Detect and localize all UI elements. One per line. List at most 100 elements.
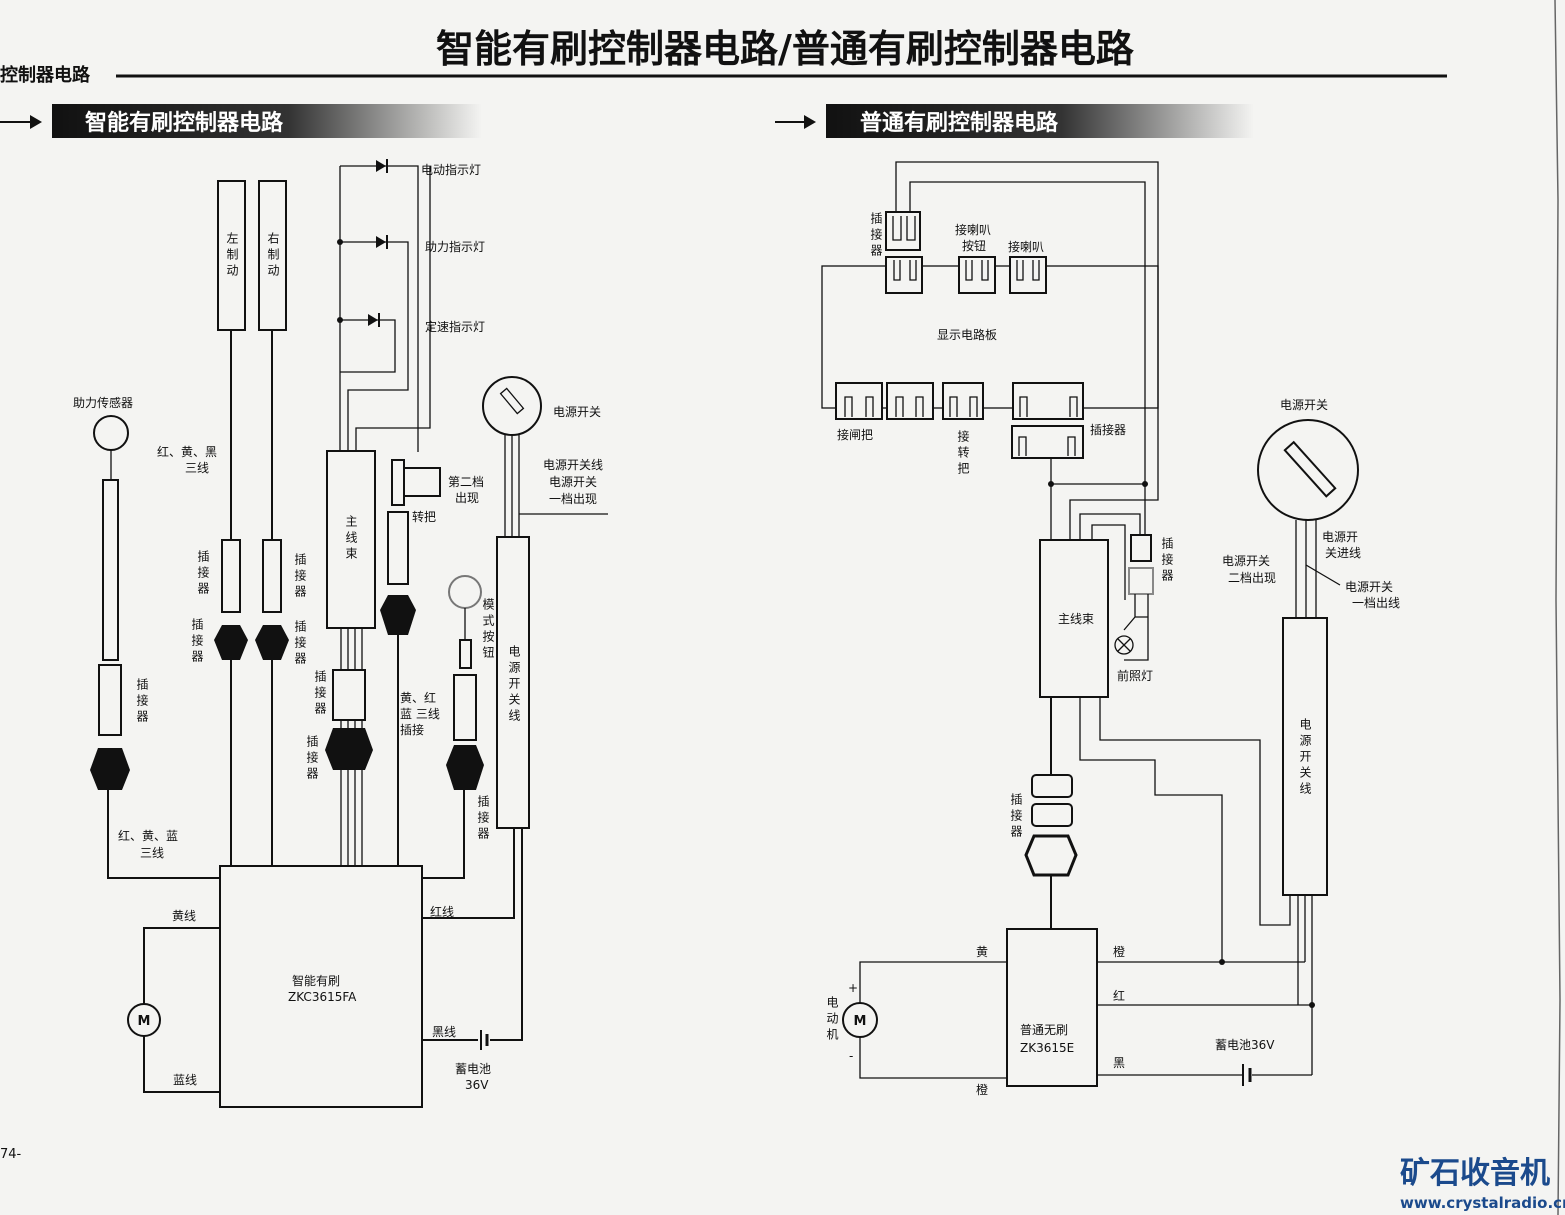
power-switch-line-label: 一档出现 xyxy=(549,492,597,506)
assist-sensor-icon xyxy=(93,415,129,451)
connector-label: 插接器 xyxy=(869,212,883,260)
power-switch-cable-label: 电源开关线 xyxy=(507,645,521,725)
ps-first-label: 电源开关 xyxy=(1345,580,1393,594)
section-label: 控制器电路 xyxy=(0,64,91,86)
diode-icon xyxy=(368,313,380,327)
left-main-harness xyxy=(326,450,376,629)
black-wire-label: 黑线 xyxy=(432,1025,456,1039)
wires-label: 红、黄、黑 xyxy=(157,444,217,459)
battery-label: 蓄电池36V xyxy=(1215,1038,1275,1052)
blue-wire-label: 蓝线 xyxy=(173,1073,197,1087)
connector-label: 插接器 xyxy=(1009,793,1023,841)
yellow-wire-label: 黄线 xyxy=(172,909,196,923)
wires-label: 黄、红 xyxy=(400,690,436,705)
throttle-label: 转把 xyxy=(412,509,436,524)
right-controller-box xyxy=(1006,928,1098,1087)
headlight-label: 前照灯 xyxy=(1117,668,1153,683)
throttle-label: 接转把 xyxy=(956,429,970,478)
left-controller-box xyxy=(219,865,423,1108)
watermark-url: www.crystalradio.cn xyxy=(1400,1194,1565,1212)
red-label: 红 xyxy=(1113,988,1125,1003)
power-switch-icon xyxy=(482,376,542,436)
main-harness-label: 主线束 xyxy=(1058,612,1094,626)
cruise-indicator-label: 定速指示灯 xyxy=(425,319,485,334)
wires-label: 三线 xyxy=(185,461,209,475)
left-banner: 智能有刷控制器电路 普通有刷控制器电路 xyxy=(0,104,1254,138)
power-switch-line-label: 电源开关 xyxy=(549,475,597,489)
connector-label: 插接器 xyxy=(196,550,210,598)
left-brake-label: 左制动 xyxy=(225,231,239,280)
connector-label: 插接器 xyxy=(313,670,327,718)
page-title: 智能有刷控制器电路/普通有刷控制器电路 xyxy=(436,27,1135,71)
arrow-head-icon xyxy=(30,115,42,129)
controller-model: ZK3615E xyxy=(1020,1041,1074,1055)
motor-plus: + xyxy=(848,981,858,995)
ps-in-label: 电源开 xyxy=(1322,530,1358,544)
battery-label: 蓄电池 xyxy=(455,1062,491,1076)
diode-icon xyxy=(376,235,388,249)
right-banner-title: 普通有刷控制器电路 xyxy=(860,110,1059,136)
power-switch-line-label: 电源开关线 xyxy=(543,458,603,472)
right-main-harness xyxy=(1039,539,1109,698)
connector-label: 插接器 xyxy=(190,618,204,666)
left-circuit: 电动指示灯 助力指示灯 定速指示灯 左制动 右制动 插接器 插接器 插接器 插接… xyxy=(73,159,608,1108)
headlight-icon xyxy=(1114,635,1134,655)
orange-label: 橙 xyxy=(1113,944,1125,959)
horn-label: 接喇叭 xyxy=(1008,239,1044,254)
assist-sensor-label: 助力传感器 xyxy=(73,395,133,410)
ps-first-label: 一档出线 xyxy=(1352,596,1400,610)
wires-label: 蓝 三线 xyxy=(400,707,440,721)
controller-name: 智能有刷 xyxy=(292,973,340,988)
second-gear-label: 出现 xyxy=(455,491,479,505)
ps-in-label: 关进线 xyxy=(1325,546,1361,560)
left-banner-title: 智能有刷控制器电路 xyxy=(85,110,284,136)
connector-label: 插接器 xyxy=(135,678,149,726)
second-gear-label: 第二档 xyxy=(448,475,484,489)
brake-lever-label: 接闸把 xyxy=(837,427,873,442)
connector-label: 插接器 xyxy=(476,795,490,843)
ps-second-label: 二档出现 xyxy=(1228,571,1276,585)
power-switch-icon xyxy=(1257,419,1359,521)
right-brake-label: 右制动 xyxy=(266,231,280,280)
power-switch-cable-label: 电源开关线 xyxy=(1298,718,1312,798)
wires-label: 插接 xyxy=(400,722,424,737)
orange-label: 橙 xyxy=(976,1082,988,1097)
page-number: 74- xyxy=(0,1147,22,1162)
right-brake-box xyxy=(258,180,287,331)
red-wire-label: 红线 xyxy=(430,904,454,919)
scan-edge xyxy=(1554,0,1561,1215)
arrow-head-icon xyxy=(804,115,816,129)
horn-button-label: 接喇叭 xyxy=(955,222,991,237)
connector-label: 插接器 xyxy=(293,553,307,601)
watermark-logo: 矿石收音机 www.crystalradio.cn xyxy=(1400,1156,1565,1212)
connector-label: 插接器 xyxy=(1160,537,1174,585)
yellow-label: 黄 xyxy=(976,945,988,959)
ev-indicator-label: 电动指示灯 xyxy=(421,162,481,177)
power-switch-cable xyxy=(496,536,530,829)
display-board-label: 显示电路板 xyxy=(937,327,997,342)
motor-label: M xyxy=(854,1014,867,1029)
power-switch-cable xyxy=(1282,617,1328,896)
motor-icon xyxy=(842,1002,878,1038)
connector-label: 插接器 xyxy=(293,620,307,668)
mode-button-icon xyxy=(448,575,482,609)
connector-label: 插接器 xyxy=(305,735,319,783)
black-label: 黑 xyxy=(1113,1056,1125,1070)
controller-model: ZKC3615FA xyxy=(288,990,357,1004)
left-brake-box xyxy=(217,180,246,331)
right-circuit: 插接器 显示电路板 接喇叭 按钮 接喇叭 接闸把 接转把 插接器 主线束 插接器… xyxy=(821,161,1400,1097)
controller-name: 普通无刷 xyxy=(1020,1023,1068,1037)
wires-label: 红、黄、蓝 xyxy=(118,828,178,843)
assist-indicator-label: 助力指示灯 xyxy=(425,239,485,254)
motor-icon xyxy=(127,1003,161,1037)
watermark-name: 矿石收音机 xyxy=(1400,1156,1550,1191)
connector-label: 插接器 xyxy=(1090,422,1126,437)
ps-second-label: 电源开关 xyxy=(1222,554,1270,568)
mode-button-label: 模式按钮 xyxy=(481,598,495,662)
battery-voltage: 36V xyxy=(465,1078,489,1092)
power-switch-label: 电源开关 xyxy=(1280,398,1328,412)
main-harness-label: 主线束 xyxy=(344,515,358,563)
power-switch-label: 电源开关 xyxy=(553,405,601,419)
